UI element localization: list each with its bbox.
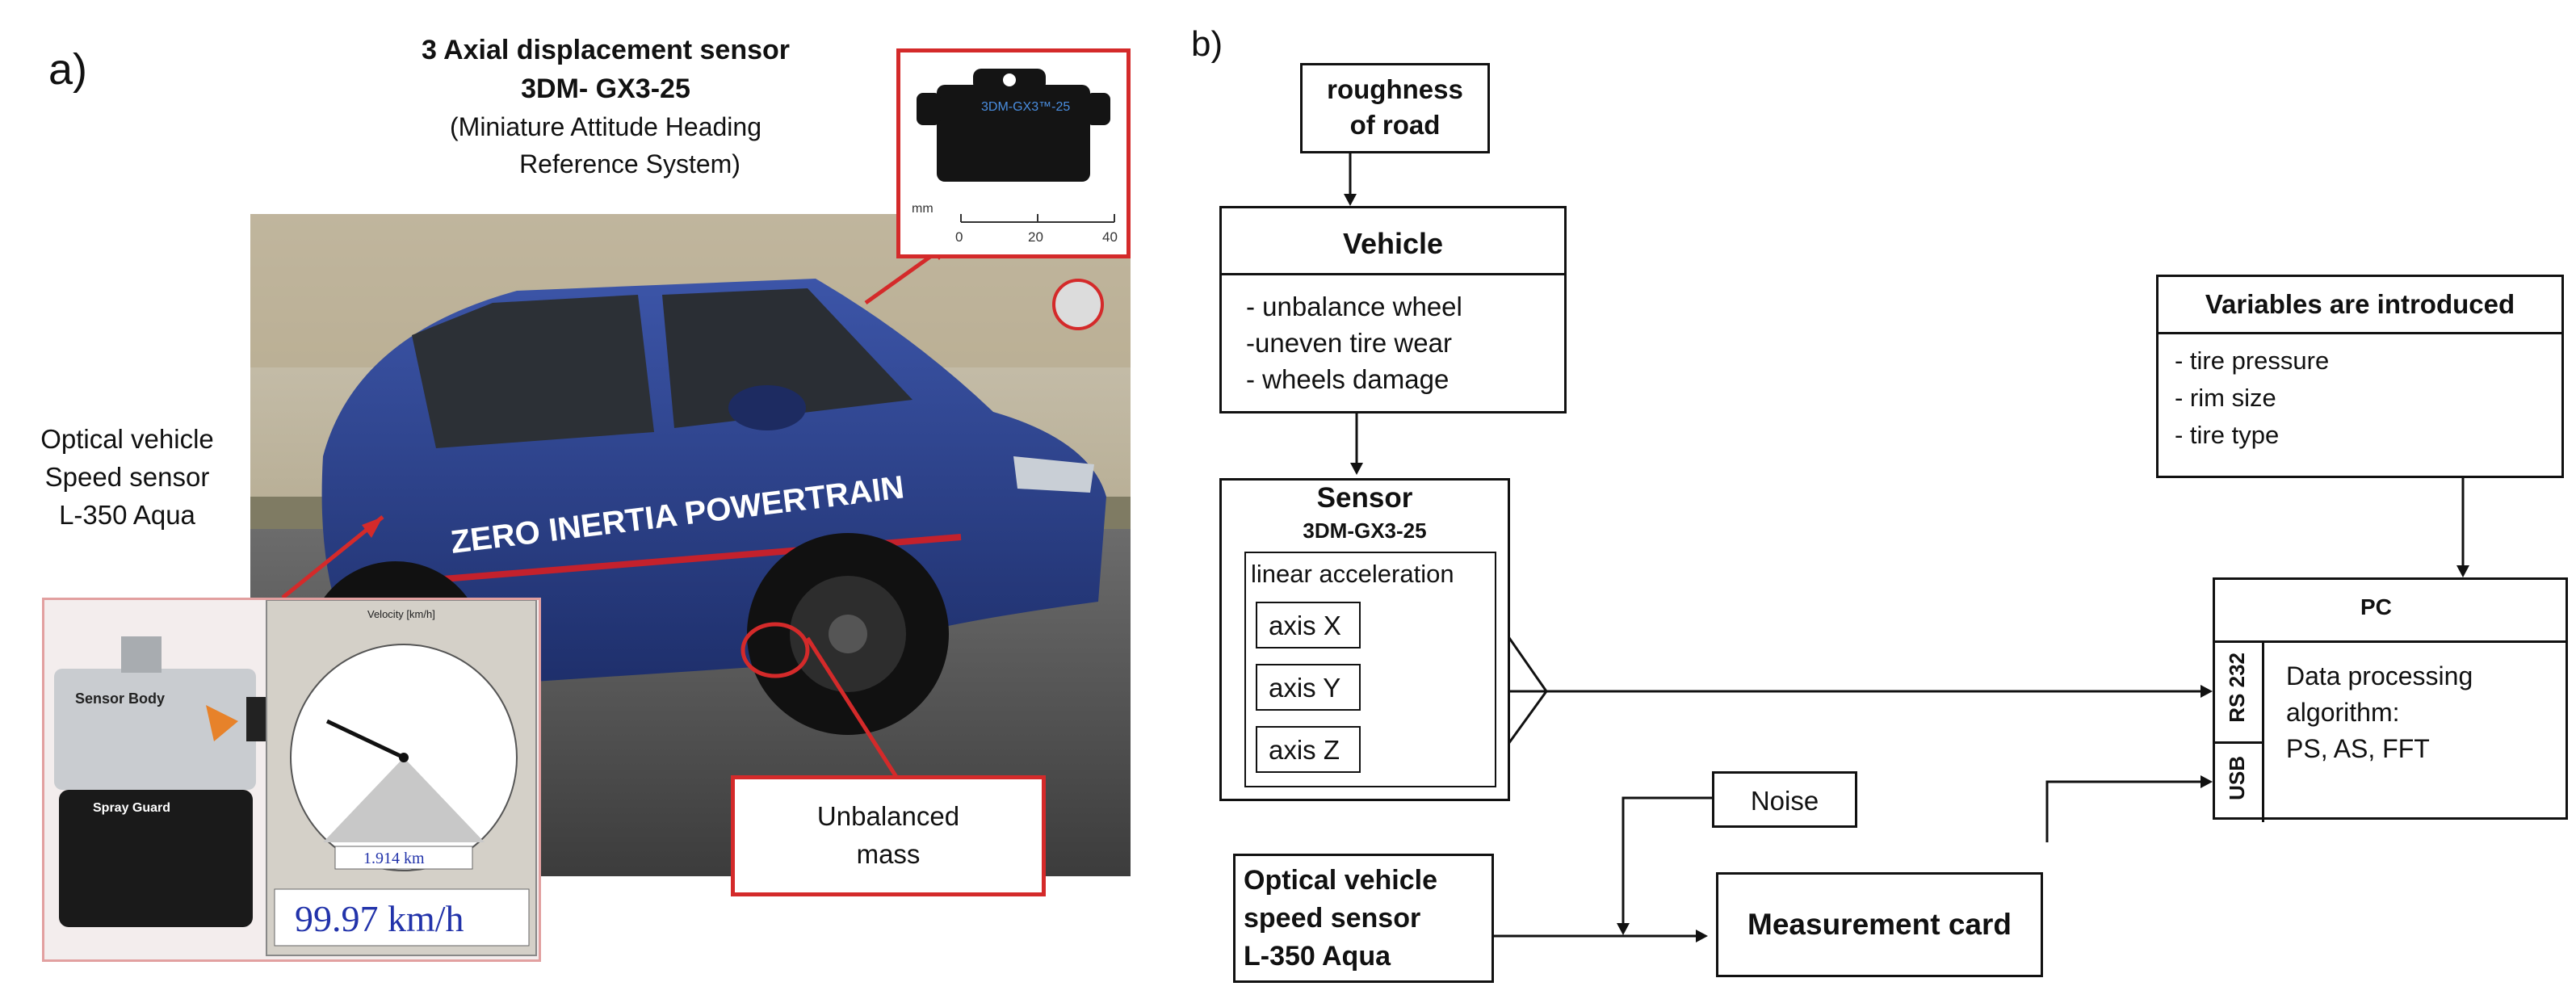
sensor-model: 3DM-GX3-25 [1303, 518, 1427, 543]
vehicle-title: Vehicle [1342, 227, 1444, 260]
axis-x-label: axis X [1269, 611, 1341, 640]
axis-x-box: axis X [1256, 602, 1361, 649]
noise-block: Noise [1712, 771, 1857, 828]
noise-label: Noise [1750, 786, 1819, 816]
device-label: 3DM-GX3™-25 [981, 100, 1070, 114]
unbalanced-mass-line-2: mass [856, 839, 921, 869]
sensor-title-line-1: 3 Axial displacement sensor [421, 35, 791, 65]
measurement-card-label: Measurement card [1747, 908, 2012, 941]
sensor-title-line-2: 3DM- GX3-25 [521, 73, 690, 104]
measurement-card-block: Measurement card [1716, 872, 2043, 977]
pc-line-3: PS, AS, FFT [2286, 734, 2430, 763]
pc-title: PC [2360, 594, 2392, 619]
optical-line-2: speed sensor [1244, 903, 1421, 934]
sensor-title: 3 Axial displacement sensor 3DM- GX3-25 … [380, 31, 832, 183]
speed-sensor-label-line-3: L-350 Aqua [59, 500, 195, 530]
speed-device-illustration: Sensor Body Spray Guard Velocity [km/h] … [54, 599, 537, 956]
panel-a-label: a) [48, 45, 88, 94]
sensor-title-line-4: Reference System) [519, 149, 740, 178]
variables-item-3: - tire type [2175, 421, 2280, 449]
axis-z-label: axis Z [1269, 735, 1340, 765]
axis-y-label: axis Y [1269, 673, 1341, 703]
gauge-distance: 1.914 km [363, 850, 425, 867]
speed-sensor-label: Optical vehicle Speed sensor L-350 Aqua [8, 420, 246, 534]
linear-acceleration-label: linear acceleration [1251, 560, 1454, 588]
optical-sensor-block: Optical vehicle speed sensor L-350 Aqua [1233, 854, 1494, 983]
variables-item-2: - rim size [2175, 384, 2276, 412]
scale-unit: mm [912, 202, 933, 216]
sensor-device-illustration: 3DM-GX3™-25 mm 0 20 40 [912, 69, 1118, 245]
scale-tick-2: 40 [1102, 229, 1118, 245]
pc-line-1: Data processing [2286, 661, 2473, 690]
sensor-body-label: Sensor Body [75, 690, 165, 707]
variables-block: Variables are introduced - tire pressure… [2156, 275, 2564, 478]
speed-sensor-label-line-2: Speed sensor [44, 462, 210, 492]
axis-z-box: axis Z [1256, 726, 1361, 773]
gauge-title: Velocity [km/h] [367, 608, 435, 620]
linear-acceleration-group: linear acceleration axis X axis Y axis Z [1244, 552, 1496, 787]
sensor-title: Sensor [1316, 482, 1413, 514]
scale-tick-1: 20 [1028, 229, 1043, 245]
pc-line-2: algorithm: [2286, 698, 2400, 727]
vehicle-block: Vehicle - unbalance wheel -uneven tire w… [1219, 206, 1567, 413]
road-block-line-1: roughness [1327, 74, 1463, 104]
road-block-line-2: of road [1349, 110, 1441, 140]
variables-item-1: - tire pressure [2175, 346, 2330, 375]
variables-title: Variables are introduced [2205, 289, 2515, 319]
road-block: roughness of road [1300, 63, 1490, 153]
scale-tick-0: 0 [955, 229, 963, 245]
pc-port-rs232: RS 232 [2225, 653, 2249, 723]
vehicle-item-3: - wheels damage [1246, 364, 1450, 394]
vehicle-item-2: -uneven tire wear [1246, 328, 1452, 358]
vehicle-item-1: - unbalance wheel [1246, 292, 1462, 321]
unbalanced-mass-line-1: Unbalanced [816, 801, 960, 831]
sensor-inset: 3DM-GX3™-25 mm 0 20 40 [896, 48, 1131, 258]
pc-block: PC RS 232 USB Data processing algorithm:… [2213, 577, 2568, 822]
panel-b-label: b) [1191, 24, 1223, 64]
gauge-speed: 99.97 km/h [295, 898, 464, 939]
unbalanced-mass-box: Unbalanced mass [731, 775, 1046, 896]
sensor-block: Sensor 3DM-GX3-25 linear acceleration ax… [1219, 478, 1510, 801]
axis-y-box: axis Y [1256, 664, 1361, 711]
optical-line-1: Optical vehicle [1244, 865, 1437, 896]
sensor-title-line-3: (Miniature Attitude Heading [450, 112, 761, 141]
speed-sensor-label-line-1: Optical vehicle [40, 424, 214, 454]
pc-port-usb: USB [2225, 756, 2249, 800]
speed-device-inset: Sensor Body Spray Guard Velocity [km/h] … [42, 598, 541, 962]
optical-line-3: L-350 Aqua [1244, 941, 1391, 972]
spray-guard-label: Spray Guard [93, 801, 170, 815]
